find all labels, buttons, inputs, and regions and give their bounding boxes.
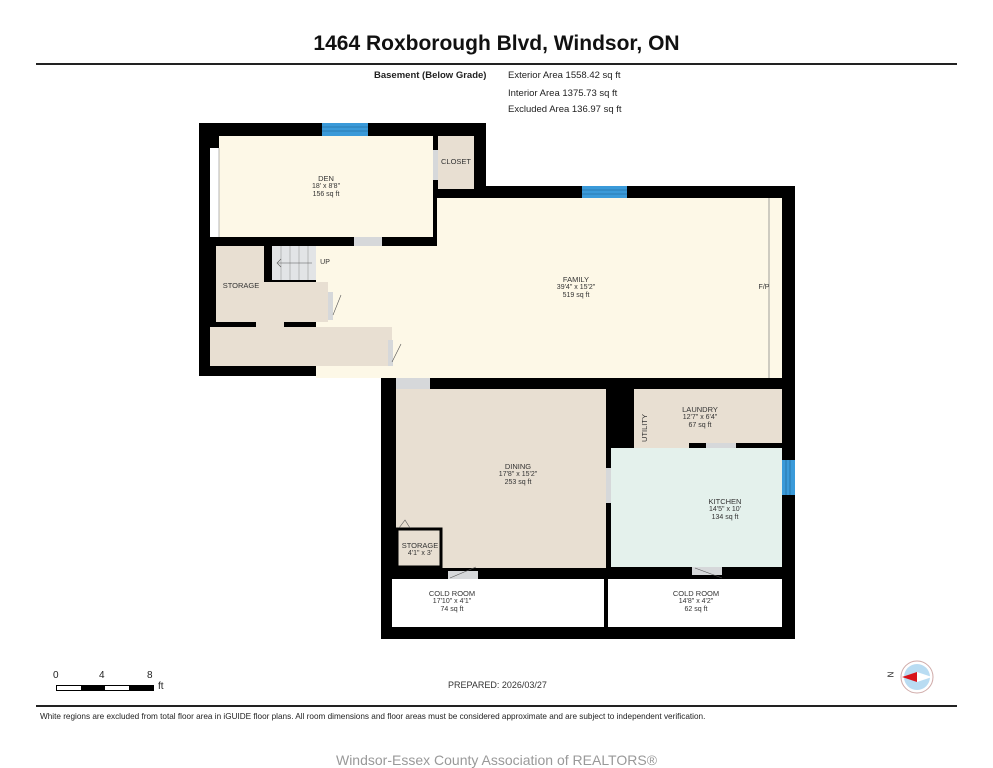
room-label-storage: STORAGE	[222, 281, 260, 290]
page-title: 1464 Roxborough Blvd, Windsor, ON	[313, 32, 680, 55]
compass-icon: N	[886, 659, 938, 700]
prepared-date: PREPARED: 2026/03/27	[448, 680, 547, 690]
scale-bar-graphic	[56, 685, 154, 691]
window	[322, 123, 368, 136]
stairs	[272, 246, 316, 280]
room-label-utility: UTILITY	[640, 414, 649, 442]
room-den	[219, 136, 433, 237]
room-kitchen	[611, 448, 782, 567]
room-cold-room-1	[392, 579, 604, 627]
room-closet	[438, 136, 474, 189]
window	[582, 186, 627, 198]
room-laundry	[634, 389, 782, 443]
level-label: Basement (Below Grade)	[374, 70, 487, 81]
window	[782, 460, 795, 495]
room-cold-room-2	[608, 579, 782, 627]
room-label-closet: CLOSET	[440, 157, 472, 166]
excluded-area: Excluded Area 136.97 sq ft	[508, 104, 622, 115]
association-watermark: Windsor-Essex County Association of REAL…	[335, 752, 658, 768]
fireplace-label: F/P	[758, 284, 770, 291]
stairs-label: UP	[320, 259, 330, 266]
room-family	[437, 198, 782, 378]
header-divider	[36, 63, 957, 65]
exterior-area: Exterior Area 1558.42 sq ft	[508, 70, 621, 81]
interior-area: Interior Area 1375.73 sq ft	[508, 88, 618, 99]
footer-divider	[36, 705, 957, 707]
disclaimer: White regions are excluded from total fl…	[40, 712, 706, 721]
